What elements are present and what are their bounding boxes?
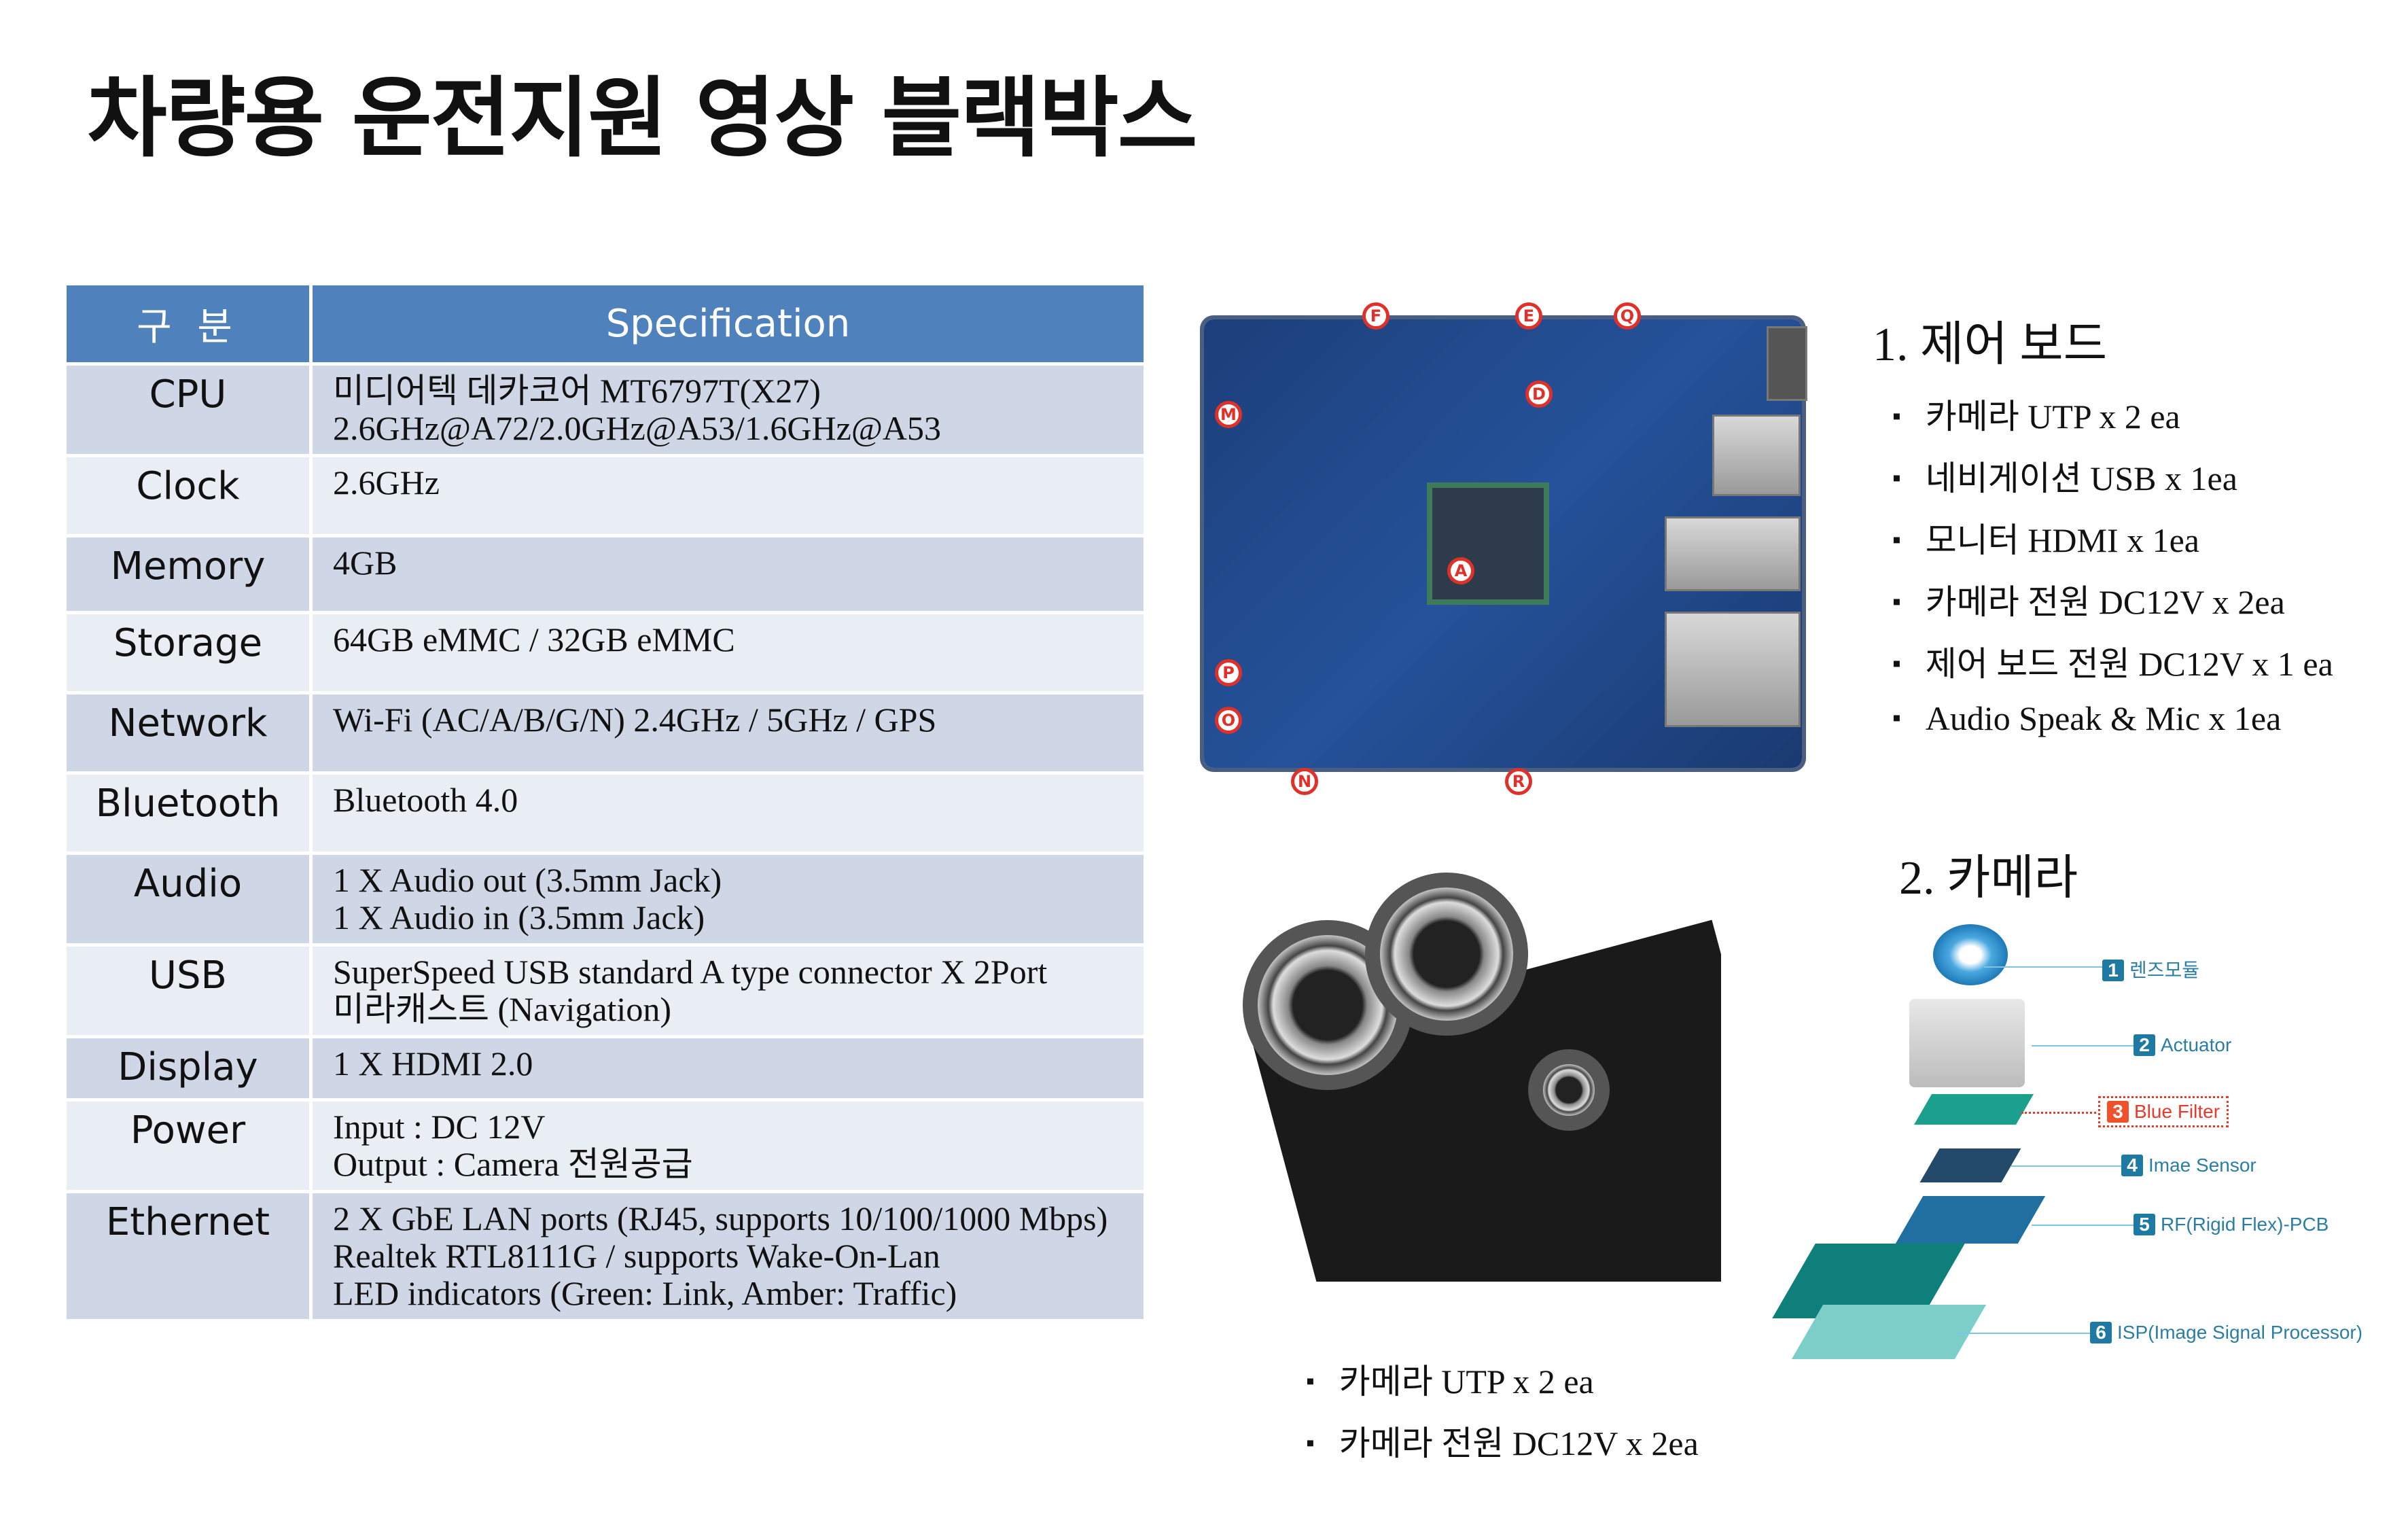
- board-marker-r: R: [1505, 768, 1532, 795]
- spec-key: Audio: [67, 855, 313, 947]
- board-list-item: 카메라 전원 DC12V x 2ea: [1892, 575, 2285, 624]
- spec-line: 2.6GHz@A72/2.0GHz@A53/1.6GHz@A53: [333, 409, 941, 447]
- table-row: Ethernet 2 X GbE LAN ports (RJ45, support…: [67, 1193, 1147, 1322]
- spec-key: Storage: [67, 614, 313, 695]
- spec-key: Power: [67, 1102, 313, 1193]
- spec-key: Memory: [67, 538, 313, 614]
- table-row: Network Wi-Fi (AC/A/B/G/N) 2.4GHz / 5GHz …: [67, 695, 1147, 775]
- spec-key: Ethernet: [67, 1193, 313, 1322]
- spec-value: 미디어텍 데카코어 MT6797T(X27)2.6GHz@A72/2.0GHz@…: [313, 366, 1147, 457]
- spec-line: 64GB eMMC / 32GB eMMC: [333, 620, 735, 658]
- spec-line: 4GB: [333, 544, 397, 582]
- spec-key: CPU: [67, 366, 313, 457]
- spec-key: Network: [67, 695, 313, 775]
- spec-value: 2 X GbE LAN ports (RJ45, supports 10/100…: [313, 1193, 1147, 1322]
- table-row: Clock 2.6GHz: [67, 457, 1147, 538]
- spec-value: SuperSpeed USB standard A type connector…: [313, 947, 1147, 1038]
- camera-part-label: 2 Actuator: [2133, 1034, 2231, 1056]
- header-category: 구 분: [67, 285, 313, 366]
- part-number-badge: 1: [2102, 960, 2124, 981]
- table-row: Memory 4GB: [67, 538, 1147, 614]
- spec-key: Bluetooth: [67, 775, 313, 855]
- board-list-item: 제어 보드 전원 DC12V x 1 ea: [1892, 637, 2333, 686]
- part-name: Actuator: [2161, 1034, 2232, 1055]
- board-marker-n: N: [1291, 768, 1318, 795]
- part-name: RF(Rigid Flex)-PCB: [2161, 1214, 2329, 1235]
- part-name: 렌즈모듈: [2129, 960, 2200, 981]
- part-name: ISP(Image Signal Processor): [2117, 1322, 2363, 1343]
- spec-key: Clock: [67, 457, 313, 538]
- camera-list-item: 카메라 전원 DC12V x 2ea: [1306, 1416, 1699, 1465]
- spec-value: Bluetooth 4.0: [313, 775, 1147, 855]
- spec-line: Output : Camera 전원공급: [333, 1145, 693, 1183]
- spec-value: 1 X Audio out (3.5mm Jack)1 X Audio in (…: [313, 855, 1147, 947]
- spec-key: Display: [67, 1038, 313, 1102]
- spec-line: SuperSpeed USB standard A type connector…: [333, 953, 1048, 991]
- spec-line: Wi-Fi (AC/A/B/G/N) 2.4GHz / 5GHz / GPS: [333, 701, 937, 739]
- spec-value: 1 X HDMI 2.0: [313, 1038, 1147, 1102]
- board-list-item: 모니터 HDMI x 1ea: [1892, 513, 2199, 562]
- spec-value: 4GB: [313, 538, 1147, 614]
- spec-line: 1 X Audio in (3.5mm Jack): [333, 898, 705, 936]
- part-number-badge: 4: [2121, 1155, 2143, 1176]
- spec-line: LED indicators (Green: Link, Amber: Traf…: [333, 1274, 957, 1312]
- page-title: 차량용 운전지원 영상 블랙박스: [87, 68, 1198, 169]
- board-marker-p: P: [1215, 659, 1242, 686]
- table-row: Bluetooth Bluetooth 4.0: [67, 775, 1147, 855]
- board-marker-q: Q: [1614, 302, 1641, 330]
- spec-line: 1 X Audio out (3.5mm Jack): [333, 861, 722, 899]
- usb-port: [1665, 516, 1801, 591]
- camera-part-label: 5 RF(Rigid Flex)-PCB: [2133, 1214, 2329, 1235]
- board-marker-o: O: [1215, 707, 1242, 734]
- table-row: Display 1 X HDMI 2.0: [67, 1038, 1147, 1102]
- spec-line: Input : DC 12V: [333, 1108, 546, 1146]
- spec-line: 미디어텍 데카코어 MT6797T(X27): [333, 372, 821, 410]
- part-name: Blue Filter: [2134, 1101, 2220, 1122]
- spec-line: 2 X GbE LAN ports (RJ45, supports 10/100…: [333, 1199, 1108, 1237]
- usb-port-2: [1712, 415, 1801, 496]
- part-number-badge: 5: [2133, 1214, 2155, 1235]
- spec-value: Wi-Fi (AC/A/B/G/N) 2.4GHz / 5GHz / GPS: [313, 695, 1147, 775]
- table-row: USB SuperSpeed USB standard A type connec…: [67, 947, 1147, 1038]
- board-marker-a: A: [1447, 557, 1474, 584]
- camera-photo: [1243, 873, 1721, 1282]
- spec-line: Realtek RTL8111G / supports Wake-On-Lan: [333, 1237, 940, 1275]
- spec-line: Bluetooth 4.0: [333, 781, 518, 819]
- table-row: Storage 64GB eMMC / 32GB eMMC: [67, 614, 1147, 695]
- part-number-badge: 2: [2133, 1034, 2155, 1056]
- part-number-badge: 3: [2107, 1101, 2129, 1123]
- spec-key: USB: [67, 947, 313, 1038]
- audio-jack: [1767, 326, 1807, 401]
- board-marker-e: E: [1515, 302, 1542, 330]
- board-list-item: 카메라 UTP x 2 ea: [1892, 389, 2180, 438]
- board-list-item: 네비게이션 USB x 1ea: [1892, 451, 2237, 500]
- part-name: Imae Sensor: [2148, 1155, 2256, 1176]
- spec-line: 미라캐스트 (Navigation): [333, 990, 671, 1028]
- camera-list-item: 카메라 UTP x 2 ea: [1306, 1354, 1594, 1403]
- board-heading: 1. 제어 보드: [1873, 319, 2108, 371]
- board-marker-m: M: [1215, 401, 1242, 428]
- header-specification: Specification: [313, 285, 1147, 366]
- spec-value: 64GB eMMC / 32GB eMMC: [313, 614, 1147, 695]
- spec-value: 2.6GHz: [313, 457, 1147, 538]
- spec-line: 1 X HDMI 2.0: [333, 1044, 533, 1083]
- camera-heading: 2. 카메라: [1899, 852, 2078, 904]
- board-chip: [1427, 482, 1549, 605]
- board-marker-d: D: [1525, 381, 1553, 408]
- spec-line: 2.6GHz: [333, 463, 440, 502]
- ethernet-port: [1665, 612, 1801, 727]
- board-list-item: Audio Speak & Mic x 1ea: [1892, 699, 2282, 738]
- part-number-badge: 6: [2090, 1322, 2112, 1343]
- board-marker-f: F: [1362, 302, 1389, 330]
